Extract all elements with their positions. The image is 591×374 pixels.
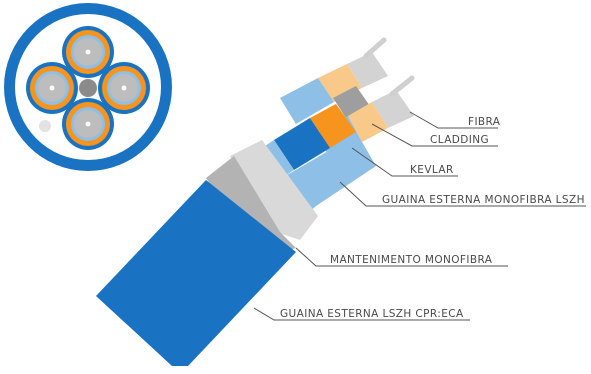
fiber-element-front bbox=[262, 104, 356, 178]
cross-section-unit-right bbox=[98, 62, 150, 114]
cable-cutaway bbox=[96, 37, 415, 366]
retention-tape bbox=[206, 140, 318, 258]
fiber-element-upper bbox=[280, 37, 388, 124]
leader-mantenimento bbox=[295, 247, 508, 267]
label-fibra: FIBRA bbox=[468, 116, 501, 128]
label-mantenimento: MANTENIMENTO MONOFIBRA bbox=[330, 254, 493, 266]
cross-section-unit-top bbox=[62, 26, 114, 78]
leader-kevlar bbox=[351, 147, 458, 177]
label-guaina-monofibra: GUAINA ESTERNA MONOFIBRA LSZH bbox=[382, 194, 585, 206]
outer-jacket bbox=[96, 180, 296, 366]
cross-section-unit-bottom bbox=[62, 98, 114, 150]
leader-cladding bbox=[371, 123, 498, 147]
label-guaina-esterna: GUAINA ESTERNA LSZH CPR:ECA bbox=[280, 308, 464, 320]
label-cladding: CLADDING bbox=[430, 134, 490, 146]
leader-fibra bbox=[409, 111, 498, 129]
leader-guaina-esterna bbox=[253, 307, 470, 321]
cross-section-view bbox=[4, 3, 172, 171]
leader-guaina-monofibra bbox=[339, 181, 586, 207]
label-kevlar: KEVLAR bbox=[410, 164, 454, 176]
cross-section-unit-left bbox=[26, 62, 78, 114]
leader-lines bbox=[253, 111, 586, 321]
cross-section-ripcord bbox=[39, 120, 51, 132]
cross-section-central-filler bbox=[79, 79, 97, 97]
